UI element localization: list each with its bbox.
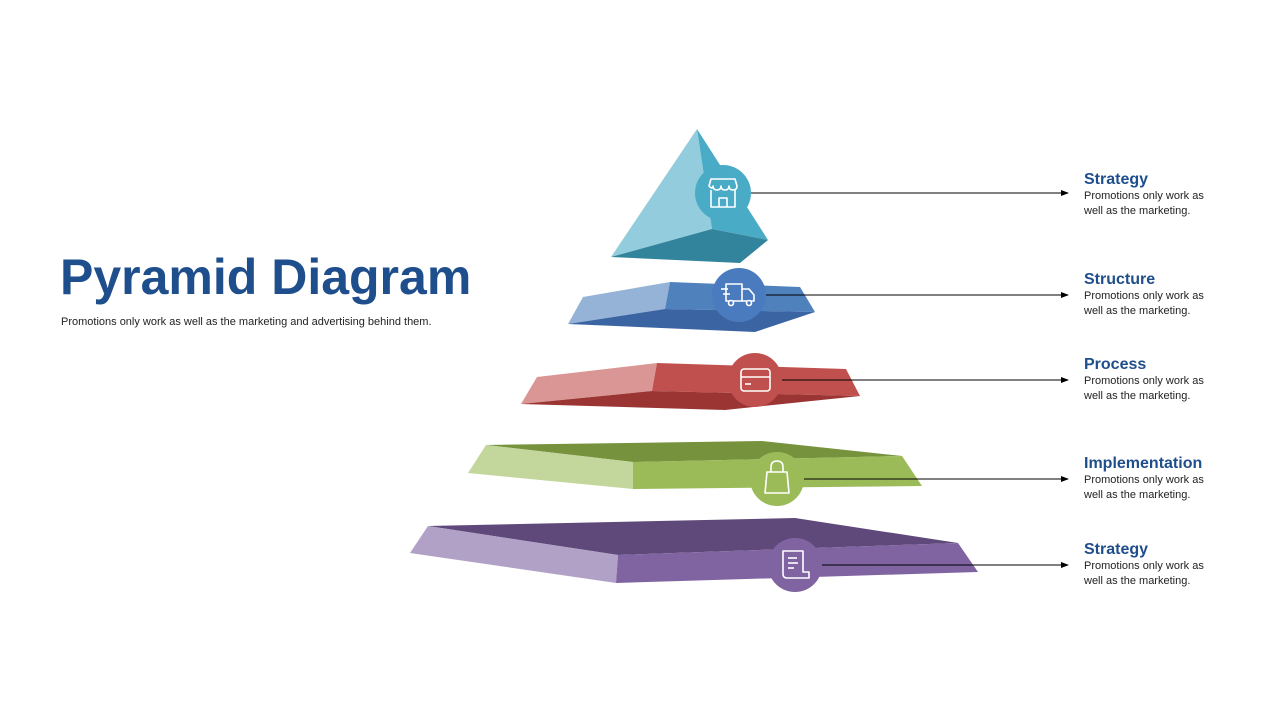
- truck-icon: [721, 283, 755, 307]
- level-2-description: Promotions only work as well as the mark…: [1084, 290, 1204, 317]
- level-4-badge: [750, 452, 804, 506]
- level-4-description: Promotions only work as well as the mark…: [1084, 474, 1204, 501]
- level-5-badge: [768, 538, 822, 592]
- page-title: Pyramid Diagram: [60, 249, 472, 305]
- level-2-heading: Structure: [1084, 271, 1156, 288]
- level-4-heading: Implementation: [1084, 455, 1203, 472]
- receipt-icon: [782, 550, 810, 579]
- pyramid-level-3: [521, 353, 1069, 410]
- level-3-label: Process Promotions only work as well as …: [1084, 356, 1264, 404]
- level-5-description: Promotions only work as well as the mark…: [1084, 560, 1204, 587]
- page-subtitle: Promotions only work as well as the mark…: [61, 316, 432, 328]
- pyramid-level-1: [611, 129, 1069, 263]
- level-5-heading: Strategy: [1084, 541, 1149, 558]
- pyramid-level-4: [468, 441, 1069, 506]
- level-1-heading: Strategy: [1084, 171, 1149, 188]
- level-3-badge: [728, 353, 782, 407]
- store-icon: [708, 178, 738, 208]
- level-2-badge: [712, 268, 766, 322]
- credit-card-icon: [740, 368, 771, 392]
- level-1-description: Promotions only work as well as the mark…: [1084, 190, 1204, 217]
- level-3-heading: Process: [1084, 356, 1147, 373]
- level-1-label: Strategy Promotions only work as well as…: [1084, 171, 1264, 219]
- shopping-bag-icon: [764, 460, 790, 494]
- pyramid-level-5: [410, 518, 1069, 592]
- level-3-description: Promotions only work as well as the mark…: [1084, 375, 1204, 402]
- level-1-badge: [695, 165, 751, 221]
- level-4-label: Implementation Promotions only work as w…: [1084, 455, 1264, 503]
- level-5-label: Strategy Promotions only work as well as…: [1084, 541, 1264, 589]
- level-2-label: Structure Promotions only work as well a…: [1084, 271, 1264, 319]
- pyramid-level-2: [568, 268, 1069, 332]
